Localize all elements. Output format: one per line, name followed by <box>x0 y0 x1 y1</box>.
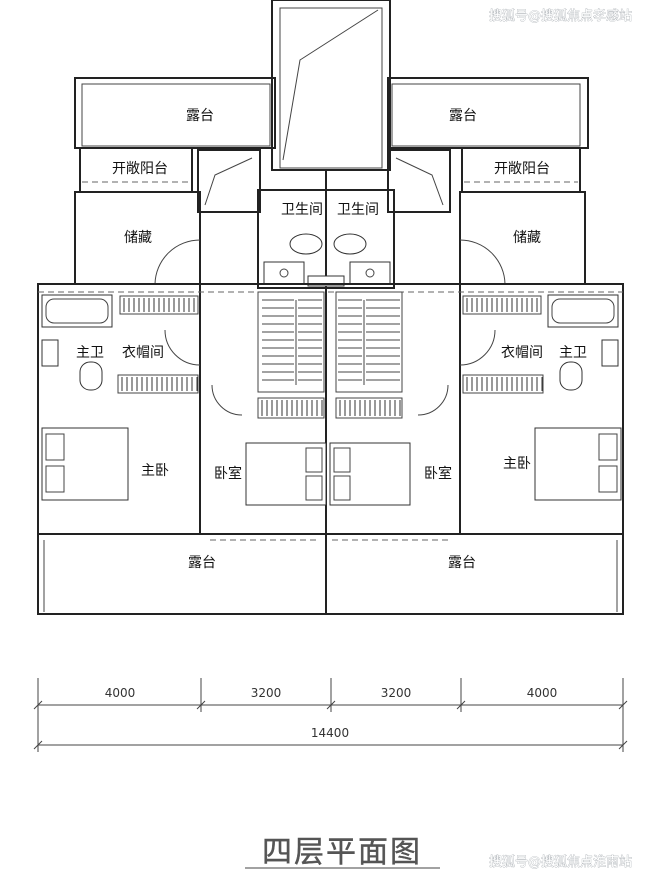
beds <box>41 427 622 506</box>
dim-segment-4: 4000 <box>527 686 558 700</box>
label-master-bed-right: 主卧 <box>503 456 531 472</box>
label-terrace-top-right: 露台 <box>449 108 477 124</box>
watermark-bottom: 搜狐号@搜狐焦点淮南站 <box>489 854 632 870</box>
label-storage-right: 储藏 <box>513 230 541 246</box>
room-labels: 露台 露台 开敞阳台 开敞阳台 储藏 储藏 卫生间 卫生间 主卫 主卫 衣帽间 … <box>76 108 587 571</box>
label-bath-right: 卫生间 <box>337 202 379 218</box>
central-stairs <box>257 291 403 393</box>
dim-segment-2: 3200 <box>251 686 282 700</box>
label-terrace-bottom-right: 露台 <box>448 555 476 571</box>
label-bedroom-left: 卧室 <box>214 465 242 482</box>
label-master-bath-left: 主卫 <box>76 345 104 361</box>
label-master-bed-left: 主卧 <box>141 463 169 479</box>
label-closet-left: 衣帽间 <box>122 345 164 361</box>
label-open-balcony-right: 开敞阳台 <box>494 161 550 177</box>
dim-segment-3: 3200 <box>381 686 412 700</box>
label-terrace-bottom-left: 露台 <box>188 555 216 571</box>
dimension-lines: 4000 3200 3200 4000 14400 <box>33 678 628 752</box>
wardrobes <box>117 295 544 419</box>
shaft-boxes <box>197 149 451 213</box>
central-bathrooms <box>257 170 395 290</box>
top-void <box>271 0 391 171</box>
label-master-bath-right: 主卫 <box>559 345 587 361</box>
plan-title: 四层平面图 <box>262 835 422 870</box>
watermark-top: 搜狐号@搜狐焦点孝感站 <box>489 8 632 24</box>
label-terrace-top-left: 露台 <box>186 108 214 124</box>
label-bath-left: 卫生间 <box>281 202 323 218</box>
terrace-bottom-area <box>37 533 624 615</box>
terrace-top-right-area <box>387 77 589 149</box>
master-bath-fixtures <box>41 294 619 391</box>
label-open-balcony-left: 开敞阳台 <box>112 161 168 177</box>
terrace-top-left-area <box>74 77 276 149</box>
label-bedroom-right: 卧室 <box>424 465 452 482</box>
label-closet-right: 衣帽间 <box>501 345 543 361</box>
door-swings <box>164 329 496 416</box>
label-storage-left: 储藏 <box>124 230 152 246</box>
dim-segment-1: 4000 <box>105 686 136 700</box>
dim-total: 14400 <box>311 726 349 740</box>
